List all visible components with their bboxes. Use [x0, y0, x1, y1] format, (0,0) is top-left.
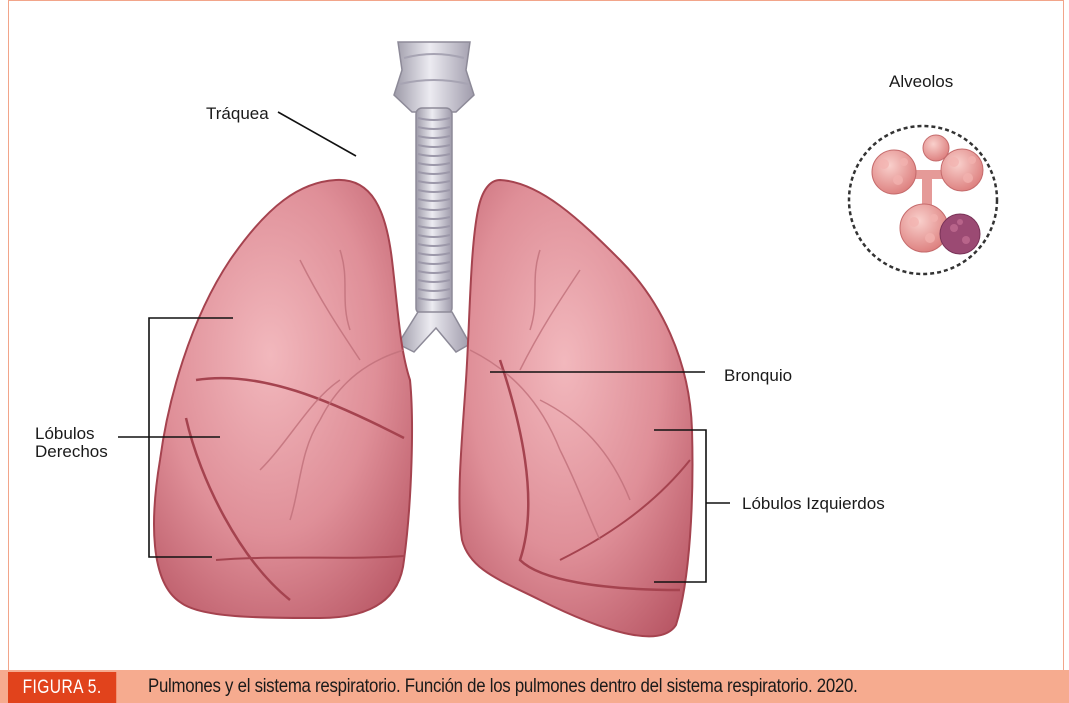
right-lung: [154, 180, 412, 618]
trachea-shape: [394, 42, 474, 352]
bronchus-label: Bronquio: [724, 366, 792, 385]
alveoli-label: Alveolos: [889, 72, 953, 91]
right-lobes-label-line2: Derechos: [35, 442, 108, 461]
left-lung: [459, 180, 692, 636]
figure-caption: Pulmones y el sistema respiratorio. Func…: [148, 676, 960, 698]
trachea-label: Tráquea: [206, 104, 269, 123]
right-lobes-label-line1: Lóbulos: [35, 424, 95, 443]
alveoli-inset: [849, 126, 997, 274]
figure-number-tag: FIGURA 5.: [8, 672, 116, 703]
left-lobes-label: Lóbulos Izquierdos: [742, 494, 885, 513]
